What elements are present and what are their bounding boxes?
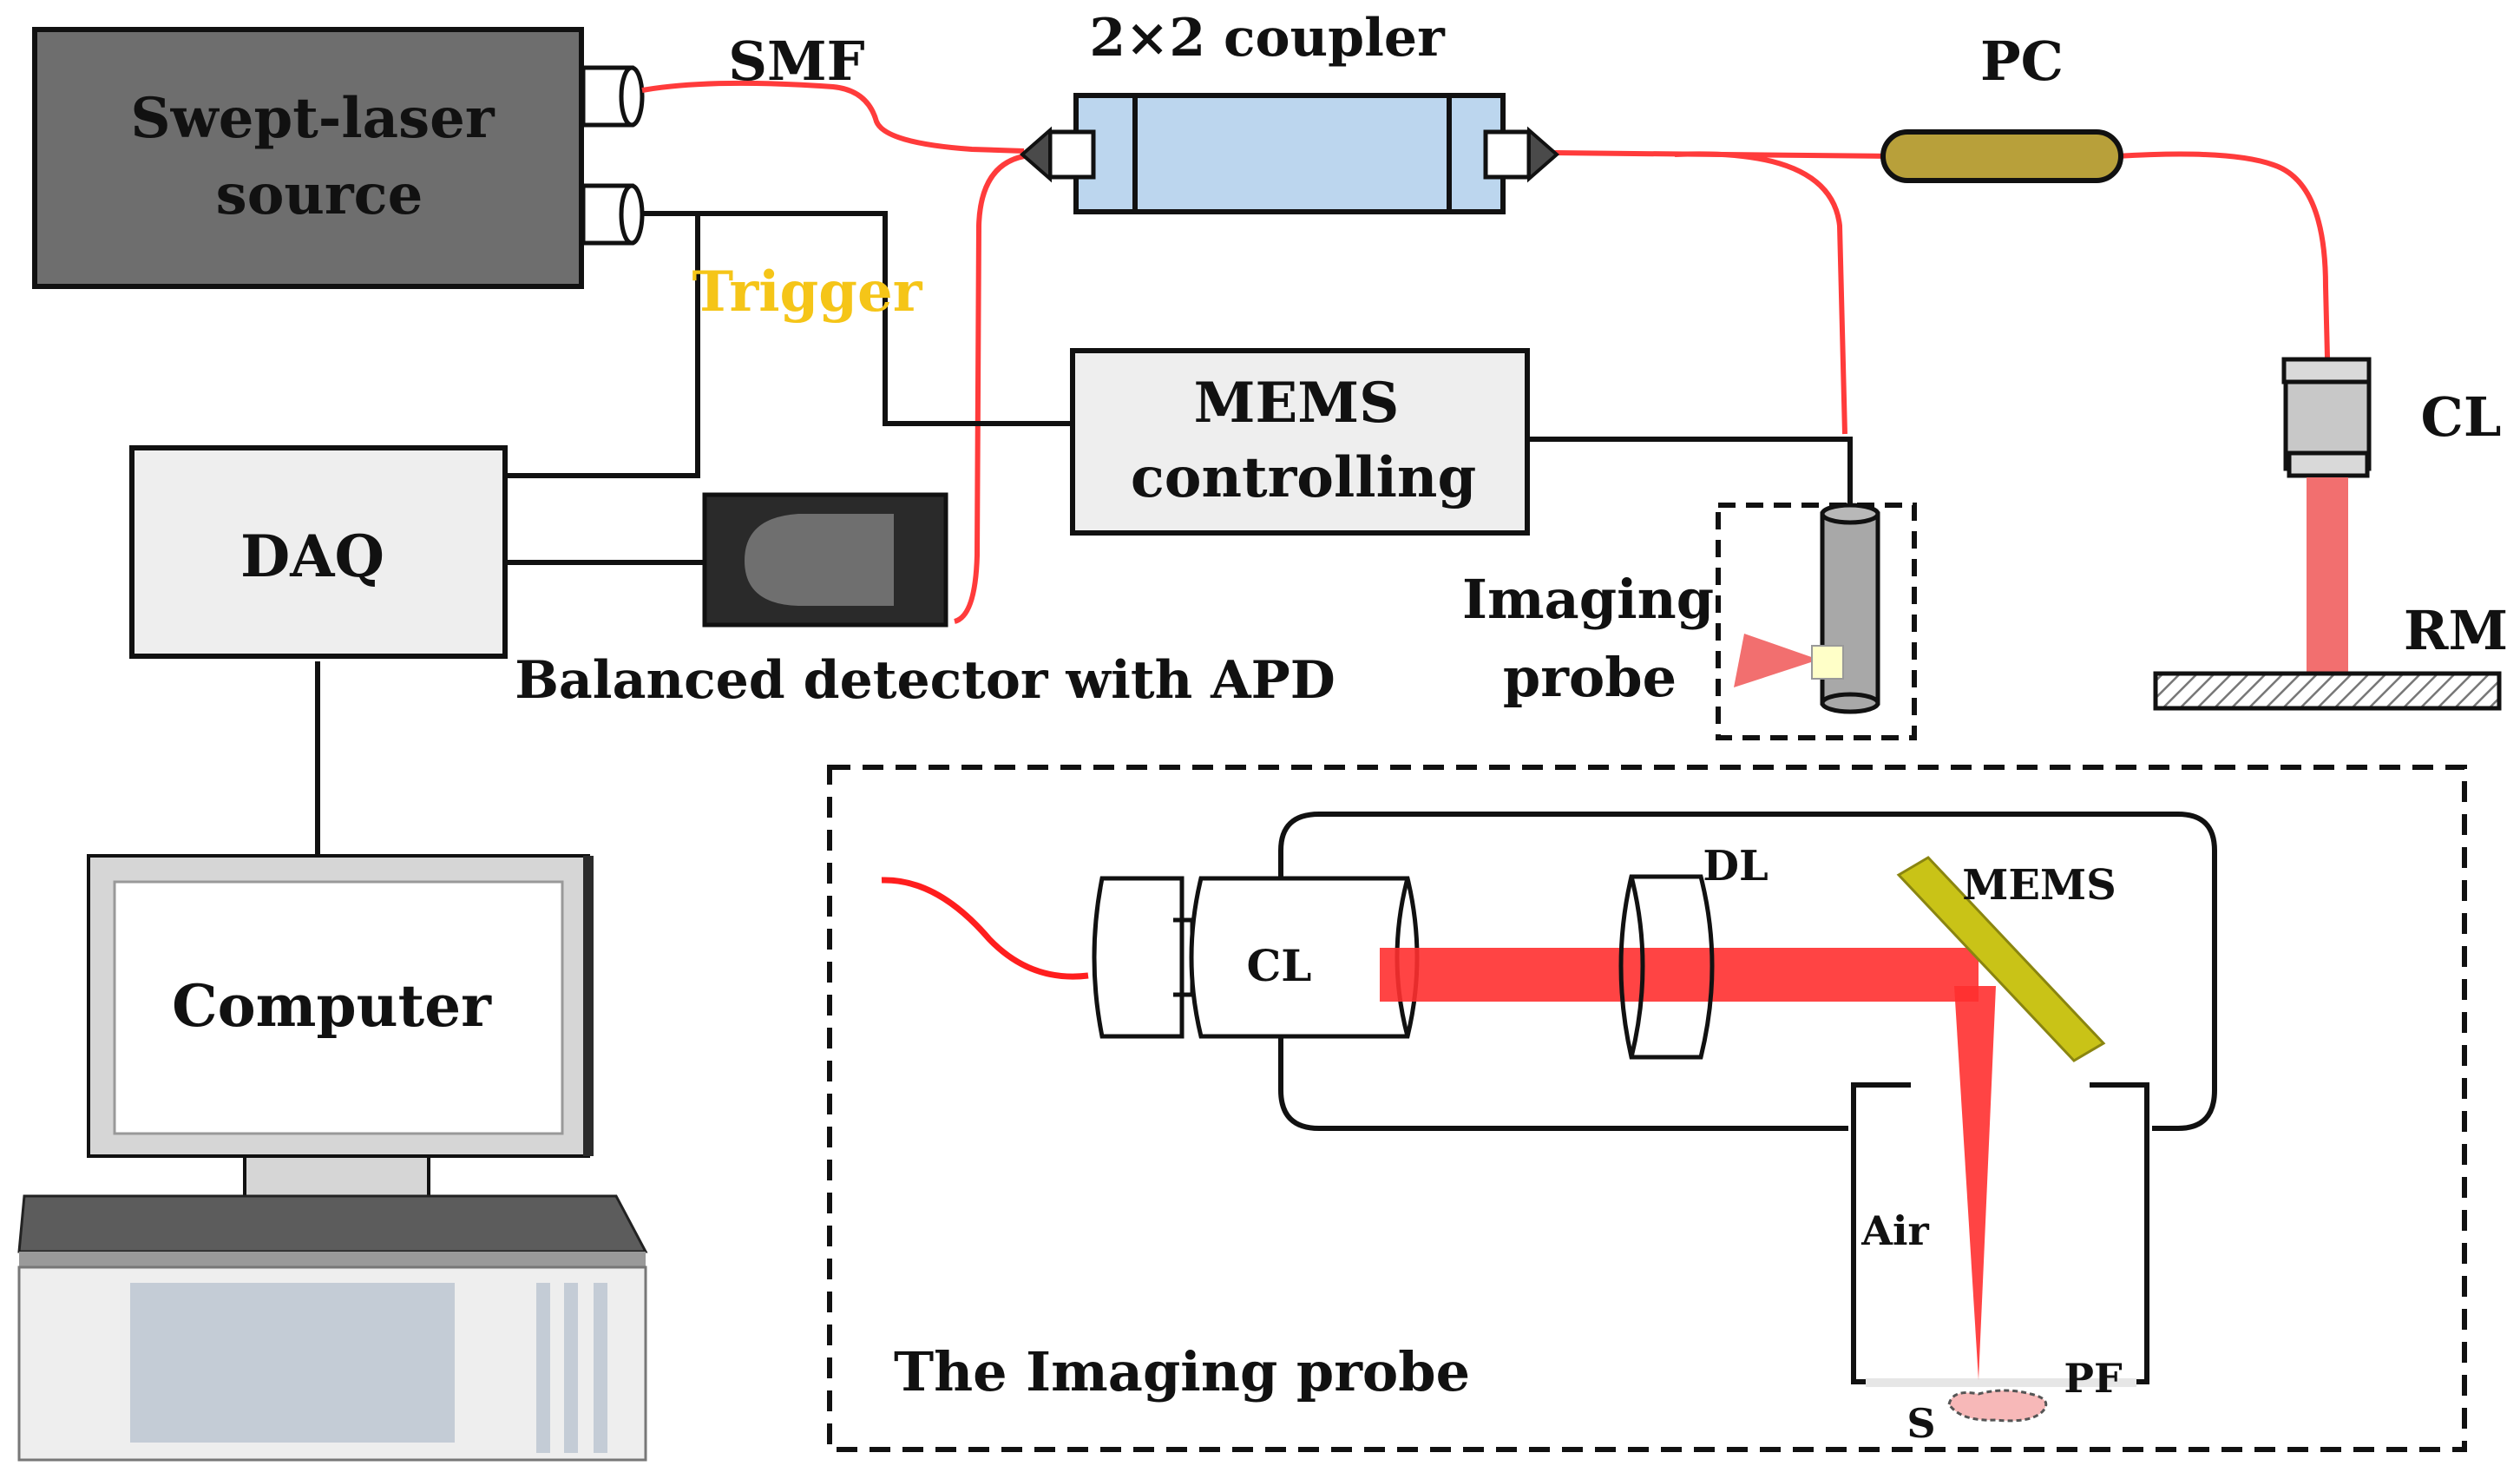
fiber-coupler-to-detector	[953, 154, 1025, 624]
fiber-ferrule	[1092, 876, 1185, 1039]
collimated-beam	[1380, 948, 1979, 1002]
reference-mirror	[2153, 671, 2502, 711]
mems-controller-label-line1: MEMS	[1194, 371, 1400, 436]
polarization-controller	[1880, 129, 2123, 183]
fiber-laser-to-coupler	[641, 80, 1025, 154]
sample	[1947, 1389, 2048, 1423]
trigger-label: Trigger	[692, 260, 923, 325]
detail-pf-label: PF	[2064, 1355, 2123, 1402]
fiber-to-sample-arm	[1674, 151, 1847, 435]
imaging-probe-small	[1716, 503, 1917, 740]
mems-controller-label-line2: controlling	[1131, 445, 1476, 510]
pc-label: PC	[1980, 30, 2064, 93]
computer	[17, 854, 648, 1462]
protective-film	[1866, 1378, 2136, 1387]
wire-laser-to-mems-controller	[642, 211, 1073, 426]
balanced-detector	[702, 492, 948, 628]
detail-dl-label: DL	[1703, 842, 1768, 891]
imaging-probe-label-line2: probe	[1503, 646, 1677, 709]
swept-laser-label-line2: source	[216, 162, 423, 227]
swept-laser-label-line1: Swept-laser	[130, 86, 495, 151]
imaging-probe-detail	[827, 765, 2467, 1452]
probe-input-fiber	[881, 877, 1089, 980]
detail-mems-label: MEMS	[1962, 861, 2116, 910]
smf-label: SMF	[728, 30, 864, 93]
swept-laser-source: Swept-laser source	[32, 27, 645, 289]
fibers	[641, 80, 2330, 624]
fiber-pc-to-reference-arm	[2116, 151, 2330, 358]
diverging-lens	[1618, 874, 1715, 1060]
detail-title: The Imaging probe	[894, 1340, 1470, 1403]
detail-cl-label: CL	[1247, 940, 1312, 991]
probe-housing	[1278, 812, 2217, 1131]
mems-mirror	[1896, 856, 2106, 1062]
focused-beam	[1954, 986, 1996, 1380]
daq-label: DAQ	[240, 523, 384, 590]
imaging-probe-label-line1: Imaging	[1462, 568, 1714, 631]
reference-collimator	[2281, 357, 2372, 478]
wire-mems-controller-to-probe	[1527, 437, 1853, 512]
daq-box	[129, 445, 508, 659]
detail-s-label: S	[1906, 1400, 1935, 1447]
wire-laser-to-daq	[505, 211, 700, 478]
computer-label: Computer	[172, 972, 492, 1040]
2x2-coupler	[1019, 93, 1560, 214]
coupler-label: 2×2 coupler	[1089, 8, 1446, 69]
balanced-detector-label: Balanced detector with APD	[515, 650, 1335, 711]
detail-air-label: Air	[1860, 1207, 1929, 1254]
rm-label: RM	[2404, 599, 2508, 662]
reference-cl-label: CL	[2421, 385, 2502, 449]
mems-controller	[1070, 348, 1530, 536]
reference-beam	[2307, 477, 2348, 674]
probe-output-beam	[1734, 634, 1819, 687]
electrical-wires	[315, 211, 1853, 854]
